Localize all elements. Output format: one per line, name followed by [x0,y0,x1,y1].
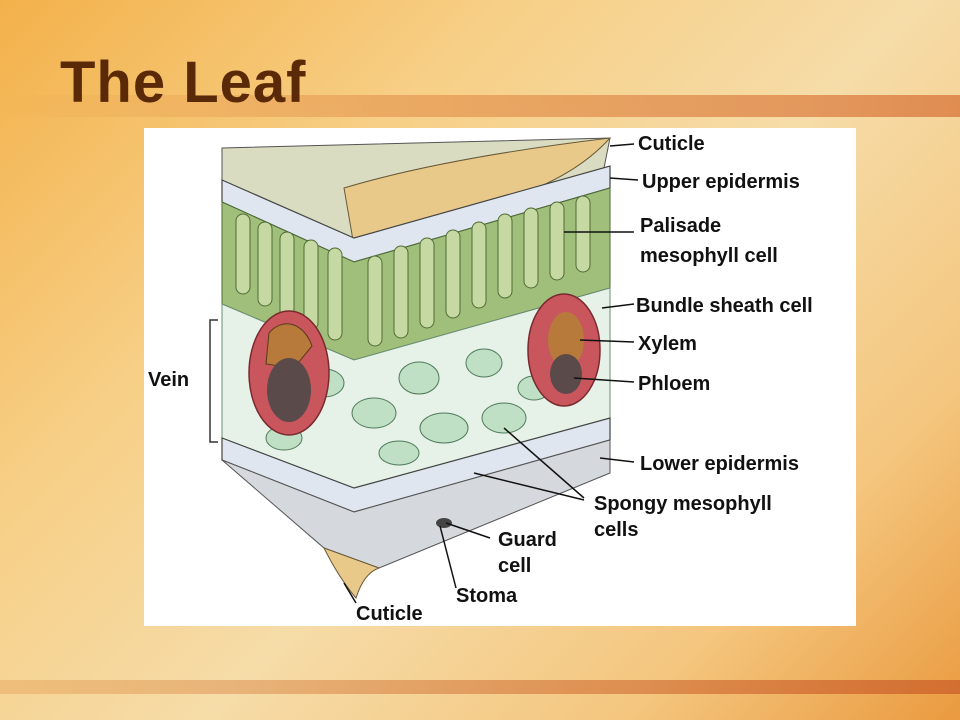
spongy-cells [265,348,551,466]
label-stoma: Stoma [456,585,518,607]
label-spongy-line1: Spongy mesophyll [594,493,772,515]
label-lower-epidermis: Lower epidermis [640,453,799,475]
label-cuticle-top: Cuticle [638,133,705,155]
label-guard-line2: cell [498,555,531,577]
label-spongy-line2: cells [594,519,638,541]
label-bundle-sheath: Bundle sheath cell [636,295,813,317]
cuticle-bottom-flap [322,547,381,600]
leaf-diagram-panel: Cuticle Upper epidermis Palisade mesophy… [144,128,856,626]
title-band [0,95,960,117]
bottom-band [0,680,960,694]
slide-title: The Leaf [60,50,307,115]
vein-left [248,310,330,436]
stoma-opening [436,518,452,528]
label-vein: Vein [148,369,189,391]
label-palisade-line1: Palisade [640,215,721,237]
vein-bracket [209,319,218,443]
label-guard-line1: Guard [498,529,557,551]
label-palisade-line2: mesophyll cell [640,245,778,267]
leader-lines [343,143,639,604]
label-phloem: Phloem [638,373,710,395]
label-xylem: Xylem [638,333,697,355]
vein-right [527,293,601,407]
leaf-cross-section-diagram: Cuticle Upper epidermis Palisade mesophy… [148,133,813,625]
palisade-cells [235,195,591,347]
label-upper-epidermis: Upper epidermis [642,171,800,193]
label-cuticle-bottom: Cuticle [356,603,423,625]
